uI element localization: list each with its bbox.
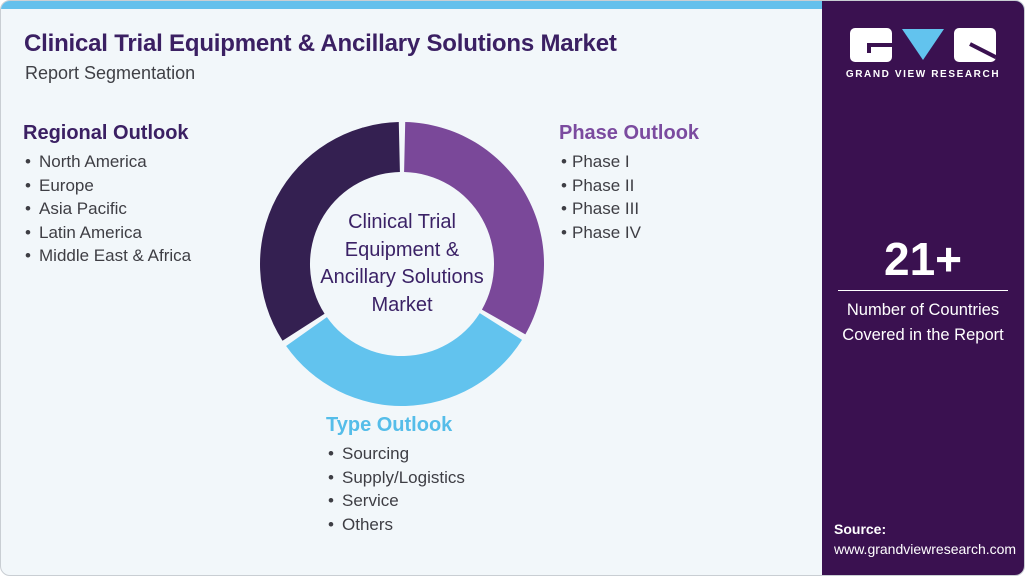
- source-block: Source: www.grandviewresearch.com: [834, 519, 1016, 559]
- brand-name: GRAND VIEW RESEARCH: [845, 69, 1001, 80]
- stat-value: 21+: [883, 233, 963, 285]
- list-item: Supply/Logistics: [326, 466, 556, 490]
- type-outlook-section: Type Outlook SourcingSupply/LogisticsSer…: [326, 412, 556, 536]
- list-item: Asia Pacific: [23, 197, 253, 221]
- gvr-logo: GRAND VIEW RESEARCH: [822, 28, 1024, 80]
- logo-letter-r-icon: [954, 28, 996, 62]
- list-item: Others: [326, 513, 556, 537]
- regional-outlook-heading: Regional Outlook: [23, 122, 189, 144]
- list-item: Sourcing: [326, 442, 556, 466]
- logo-g-tick: [867, 43, 871, 53]
- type-outlook-heading: Type Outlook: [326, 414, 453, 436]
- donut-segment-phase-outlook: [404, 122, 544, 335]
- donut-svg: [260, 122, 544, 406]
- regional-outlook-section: Regional Outlook North AmericaEuropeAsia…: [23, 120, 253, 268]
- top-accent-bar: [1, 1, 1024, 9]
- list-item: Middle East & Africa: [23, 244, 253, 268]
- phase-outlook-list: Phase IPhase IIPhase IIIPhase IV: [559, 150, 759, 244]
- list-item: North America: [23, 150, 253, 174]
- phase-outlook-section: Phase Outlook Phase IPhase IIPhase IIIPh…: [559, 120, 759, 244]
- list-item: Phase IV: [559, 221, 759, 245]
- list-item: Service: [326, 489, 556, 513]
- logo-letter-v-icon: [902, 29, 944, 60]
- source-label: Source:: [834, 521, 887, 537]
- stat-divider: [838, 290, 1008, 291]
- donut-center-label: Clinical Trial Equipment & Ancillary Sol…: [320, 211, 484, 316]
- countries-stat: 21+ Number of Countries Covered in the R…: [822, 235, 1024, 348]
- donut-segment-type-outlook: [286, 313, 523, 406]
- gvr-logo-icon: [822, 28, 1024, 62]
- donut-chart: Clinical Trial Equipment & Ancillary Sol…: [260, 122, 544, 406]
- donut-segment-regional-outlook: [260, 122, 400, 341]
- list-item: Latin America: [23, 221, 253, 245]
- source-url: www.grandviewresearch.com: [834, 541, 1017, 557]
- sidebar: GRAND VIEW RESEARCH 21+ Number of Countr…: [822, 1, 1024, 575]
- logo-r-cut: [969, 42, 996, 62]
- list-item: Phase II: [559, 174, 759, 198]
- regional-outlook-list: North AmericaEuropeAsia PacificLatin Ame…: [23, 150, 253, 268]
- logo-g-cut: [867, 43, 892, 47]
- logo-letter-g-icon: [850, 28, 892, 62]
- list-item: Europe: [23, 174, 253, 198]
- page-subtitle: Report Segmentation: [25, 63, 196, 83]
- page-title: Clinical Trial Equipment & Ancillary Sol…: [24, 30, 617, 57]
- list-item: Phase III: [559, 197, 759, 221]
- stat-caption: Number of Countries Covered in the Repor…: [842, 301, 1004, 344]
- phase-outlook-heading: Phase Outlook: [559, 122, 700, 144]
- type-outlook-list: SourcingSupply/LogisticsServiceOthers: [326, 442, 556, 536]
- list-item: Phase I: [559, 150, 759, 174]
